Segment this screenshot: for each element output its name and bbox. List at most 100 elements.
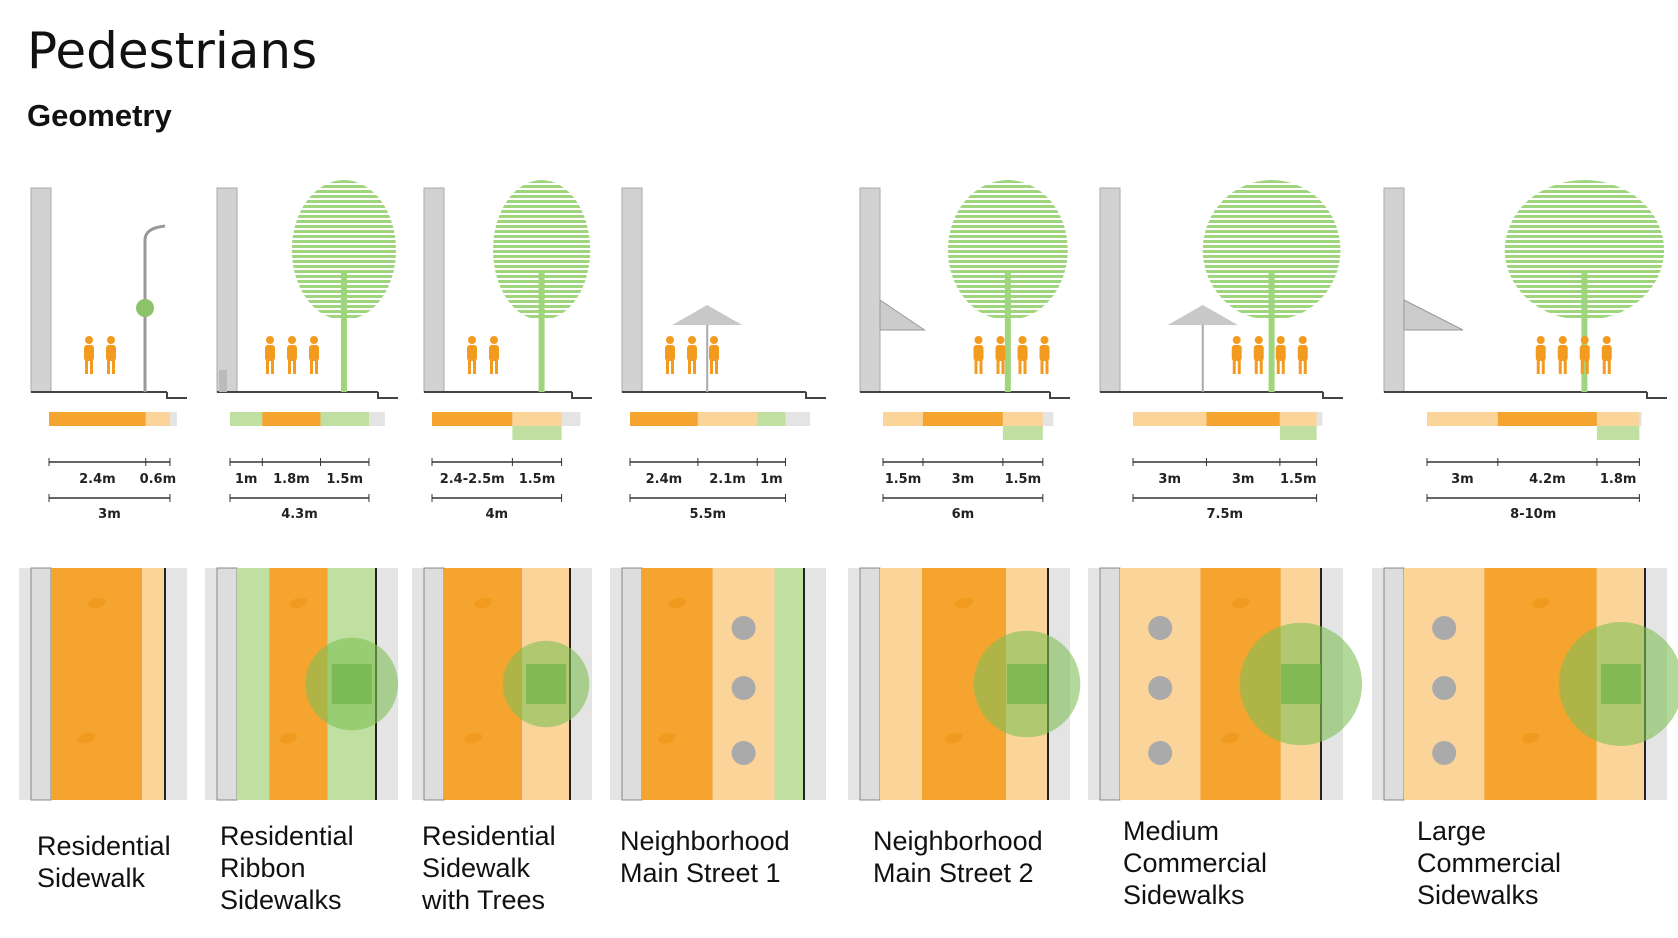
dimension-label: 4.2m xyxy=(1529,472,1566,487)
zone-bar-planting xyxy=(757,412,786,426)
dimension-label: 3m xyxy=(1451,472,1474,487)
pedestrian-icon xyxy=(1039,336,1050,374)
plan-building-edge xyxy=(859,567,881,801)
building-wall xyxy=(1383,187,1405,393)
building-wall xyxy=(1099,187,1121,393)
plan-zone-planting xyxy=(774,568,804,800)
zone-bar-pedestrian xyxy=(432,412,513,426)
pedestrian-icon xyxy=(106,336,116,374)
person-leg xyxy=(1563,360,1567,374)
plan-zone-frontage xyxy=(142,568,165,800)
person-leg xyxy=(1232,360,1236,374)
zone-bar-frontage xyxy=(1279,412,1317,426)
leaf-icon xyxy=(658,732,677,744)
person-leg xyxy=(473,360,476,374)
person-leg xyxy=(688,360,691,374)
zone-bar-planting xyxy=(320,412,369,426)
person-head xyxy=(310,336,318,344)
person-leg xyxy=(671,360,674,374)
pedestrian-icon xyxy=(1275,336,1286,374)
person-head xyxy=(468,336,476,344)
person-leg xyxy=(1558,360,1562,374)
cafe-table-icon xyxy=(731,676,756,700)
dimension-label: 0.6m xyxy=(140,472,177,487)
person-head xyxy=(1232,336,1241,344)
person-body xyxy=(467,345,477,361)
cafe-table-icon xyxy=(1432,741,1457,765)
curb xyxy=(805,392,826,399)
section-subtitle: Geometry xyxy=(27,98,172,133)
trash-bin xyxy=(219,370,227,392)
person-leg xyxy=(1001,360,1005,374)
person-leg xyxy=(974,360,978,374)
zone-bar-frontage xyxy=(1427,412,1498,426)
pedestrian-icon xyxy=(995,336,1006,374)
pedestrian-icon xyxy=(489,336,499,374)
label-line: Sidewalk xyxy=(37,863,146,893)
pedestrian-icon xyxy=(265,336,275,374)
pedestrian-icon xyxy=(973,336,984,374)
person-body xyxy=(687,345,697,361)
label-line: Main Street 2 xyxy=(873,858,1034,888)
person-leg xyxy=(315,360,318,374)
person-leg xyxy=(293,360,296,374)
curb xyxy=(571,392,592,399)
tree-canopy xyxy=(947,180,1068,320)
label-line: with Trees xyxy=(422,885,546,915)
tree-trunk xyxy=(1581,270,1588,392)
person-head xyxy=(688,336,696,344)
curb xyxy=(377,392,398,399)
person-head xyxy=(1536,336,1545,344)
pedestrian-icon xyxy=(1017,336,1028,374)
dimension-label: 2.4-2.5m xyxy=(440,472,505,487)
pedestrian-icon xyxy=(1535,336,1546,374)
person-head xyxy=(996,336,1005,344)
person-leg xyxy=(495,360,498,374)
pedestrian-icon xyxy=(1297,336,1308,374)
person-body xyxy=(265,345,275,361)
zone-bar-frontage xyxy=(697,412,758,426)
total-width-label: 8-10m xyxy=(1510,507,1556,522)
dimension-label: 1.8m xyxy=(273,472,310,487)
person-leg xyxy=(693,360,696,374)
cafe-table-icon xyxy=(1148,741,1173,765)
person-leg xyxy=(1607,360,1611,374)
label-line: Main Street 1 xyxy=(620,858,781,888)
person-leg xyxy=(666,360,669,374)
person-leg xyxy=(1237,360,1241,374)
page-title: Pedestrians xyxy=(27,22,318,80)
cafe-table-icon xyxy=(1148,676,1173,700)
awning xyxy=(879,299,927,331)
leaf-icon xyxy=(77,732,96,744)
zone-bar-pedestrian xyxy=(922,412,1003,426)
dimension-label: 1.8m xyxy=(1600,472,1637,487)
building-wall xyxy=(859,187,881,393)
zone-bar-planting xyxy=(1279,426,1317,440)
person-leg xyxy=(710,360,713,374)
zone-bar-frontage xyxy=(145,412,170,426)
pedestrian-icon xyxy=(84,336,94,374)
person-body xyxy=(709,345,719,361)
person-body xyxy=(665,345,675,361)
flower-basket xyxy=(136,299,154,317)
tree-canopy xyxy=(1202,180,1341,320)
building-wall xyxy=(423,187,445,393)
plan-building-edge xyxy=(1099,567,1121,801)
plan-building-edge xyxy=(30,567,52,801)
tree-trunk xyxy=(1004,270,1011,392)
dimension-label: 1m xyxy=(760,472,783,487)
zone-bar-pedestrian xyxy=(1497,412,1597,426)
person-leg xyxy=(90,360,93,374)
label-line: Residential xyxy=(220,821,354,851)
label-line: Sidewalks xyxy=(1417,880,1539,910)
tree-pit xyxy=(1280,664,1321,704)
person-body xyxy=(1535,345,1546,361)
person-leg xyxy=(1298,360,1302,374)
